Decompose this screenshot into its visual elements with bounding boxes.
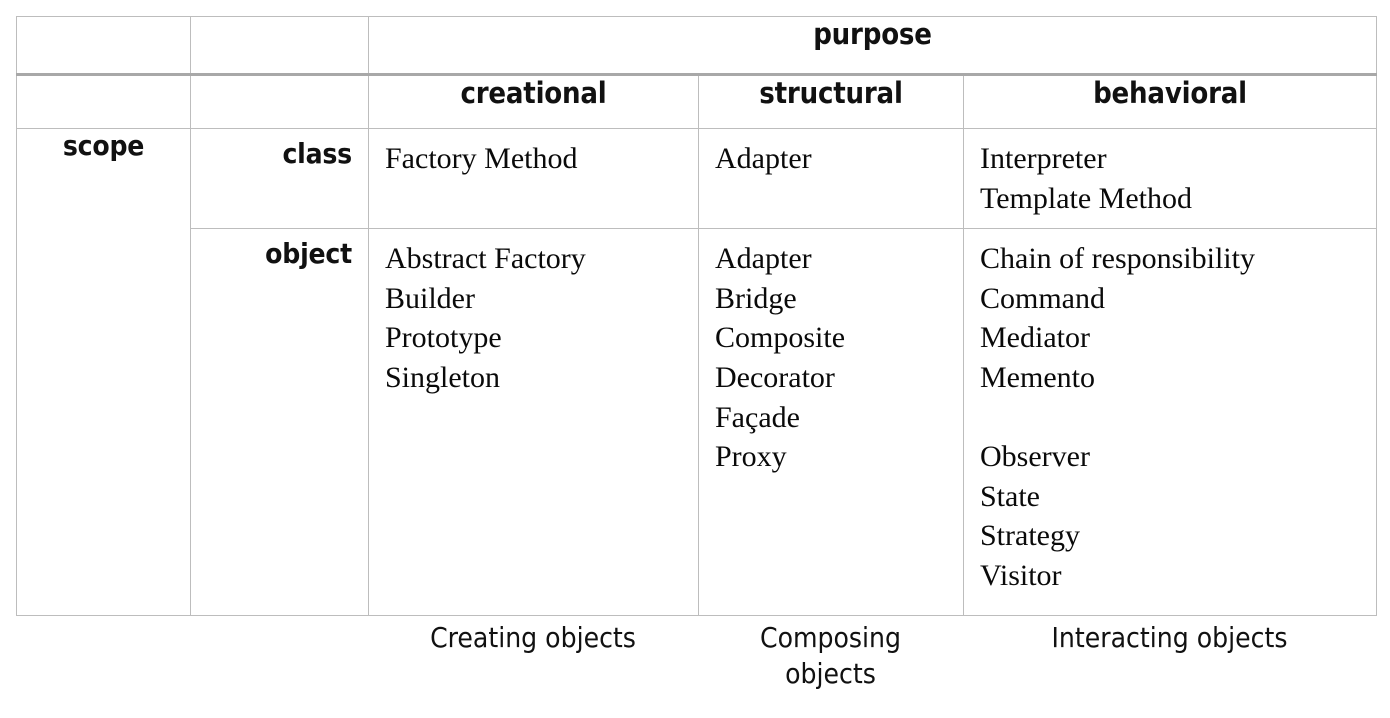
row-header-class: class [190, 127, 369, 230]
caption-behavioral: Interacting objects [963, 606, 1376, 692]
column-header-creational: creational [368, 74, 699, 129]
cell-object-creational: Abstract Factory Builder Prototype Singl… [368, 228, 699, 617]
corner-cell-empty-c [16, 74, 191, 129]
pattern-list-class-creational: Factory Method [385, 142, 578, 175]
caption-creational-label: Creating objects [430, 621, 636, 654]
pattern-list-object-creational: Abstract Factory Builder Prototype Singl… [385, 242, 586, 394]
column-header-creational-label: creational [460, 76, 607, 110]
purpose-subheader-row: creational structural behavioral [16, 74, 1377, 129]
corner-cell-empty-a [16, 16, 191, 76]
caption-spacer-scope [16, 606, 190, 692]
purpose-axis-label: purpose [813, 17, 932, 51]
column-header-behavioral-label: behavioral [1093, 76, 1247, 110]
pattern-list-class-structural: Adapter [715, 142, 812, 175]
caption-creational: Creating objects [368, 606, 698, 692]
design-patterns-matrix-table: purpose creational structural behavioral [16, 16, 1377, 617]
cell-object-structural: Adapter Bridge Composite Decorator Façad… [698, 228, 964, 617]
purpose-header-row: purpose [16, 16, 1377, 76]
caption-behavioral-label: Interacting objects [1051, 621, 1288, 654]
caption-structural-label: Composing objects [759, 621, 902, 690]
purpose-axis-header: purpose [368, 16, 1377, 76]
row-header-class-label: class [282, 137, 352, 170]
corner-cell-empty-b [190, 16, 369, 76]
column-header-structural: structural [698, 74, 964, 129]
corner-cell-empty-d [190, 74, 369, 129]
scope-row-object: object Abstract Factory Builder Prototyp… [17, 228, 1377, 617]
scope-axis-header: scope [16, 127, 191, 617]
cell-object-behavioral: Chain of responsibility Command Mediator… [963, 228, 1377, 617]
scope-row-class: scope class Factory Method Adapter Inter… [16, 127, 1377, 617]
row-header-object: object [190, 228, 369, 617]
column-captions-row: Creating objects Composing objects Inter… [16, 606, 1376, 692]
pattern-list-object-behavioral: Chain of responsibility Command Mediator… [980, 242, 1255, 592]
cell-class-behavioral: Interpreter Template Method [963, 127, 1377, 230]
column-header-behavioral: behavioral [963, 74, 1377, 129]
pattern-list-object-structural: Adapter Bridge Composite Decorator Façad… [715, 242, 846, 474]
column-header-structural-label: structural [759, 76, 903, 110]
cell-class-structural: Adapter [698, 127, 964, 230]
cell-class-creational: Factory Method [368, 127, 699, 230]
scope-axis-label: scope [62, 129, 145, 162]
caption-spacer-scope-value [190, 606, 368, 692]
row-header-object-label: object [265, 237, 352, 271]
caption-structural: Composing objects [698, 606, 963, 692]
pattern-list-class-behavioral: Interpreter Template Method [980, 142, 1193, 215]
